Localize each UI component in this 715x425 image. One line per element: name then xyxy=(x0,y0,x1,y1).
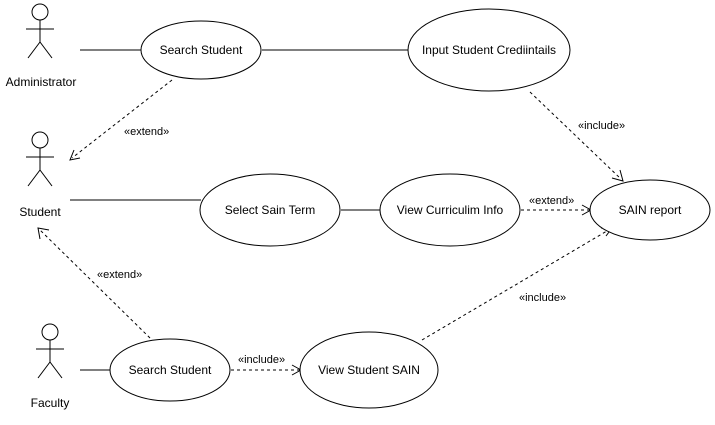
usecase-label: Input Student Crediintails xyxy=(422,43,556,57)
usecase-search-student-admin[interactable]: Search Student xyxy=(140,20,262,80)
stereotype-label: «extend» xyxy=(97,269,142,281)
usecase-view-student-sain[interactable]: View Student SAIN xyxy=(299,331,439,409)
stereotype-label: «extend» xyxy=(124,126,169,138)
actor-student[interactable] xyxy=(26,131,54,187)
actor-administrator-label: Administrator xyxy=(6,75,77,89)
stereotype-label: «include» xyxy=(519,292,566,304)
extend-faculty-search-to-student xyxy=(37,227,151,339)
actor-head xyxy=(31,3,49,21)
usecase-label: Select Sain Term xyxy=(225,203,316,217)
actor-administrator[interactable] xyxy=(26,3,54,59)
actor-head xyxy=(31,131,49,149)
usecase-search-student-faculty[interactable]: Search Student xyxy=(109,338,231,402)
actor-faculty-label: Faculty xyxy=(31,396,70,410)
usecase-label: View Student SAIN xyxy=(318,363,420,377)
usecase-view-curriculum-info[interactable]: View Curriculim Info xyxy=(379,173,521,247)
actor-head xyxy=(41,323,59,341)
usecase-label: Search Student xyxy=(129,363,212,377)
stereotype-label: «include» xyxy=(238,354,285,366)
usecase-label: Search Student xyxy=(160,43,243,57)
include-search-to-viewsain xyxy=(231,364,303,376)
stereotype-label: «include» xyxy=(578,120,625,132)
usecase-label: SAIN report xyxy=(619,203,682,217)
usecase-label: View Curriculim Info xyxy=(397,203,504,217)
actor-student-label: Student xyxy=(19,205,61,219)
usecase-select-sain-term[interactable]: Select Sain Term xyxy=(199,173,341,247)
stereotype-label: «extend» xyxy=(529,195,574,207)
usecase-sain-report[interactable]: SAIN report xyxy=(589,179,711,241)
usecase-input-student-credentials[interactable]: Input Student Crediintails xyxy=(407,8,571,92)
extend-admin-search-to-student xyxy=(69,79,173,161)
actor-faculty[interactable] xyxy=(36,323,64,379)
include-input-to-sain-report xyxy=(529,91,624,182)
